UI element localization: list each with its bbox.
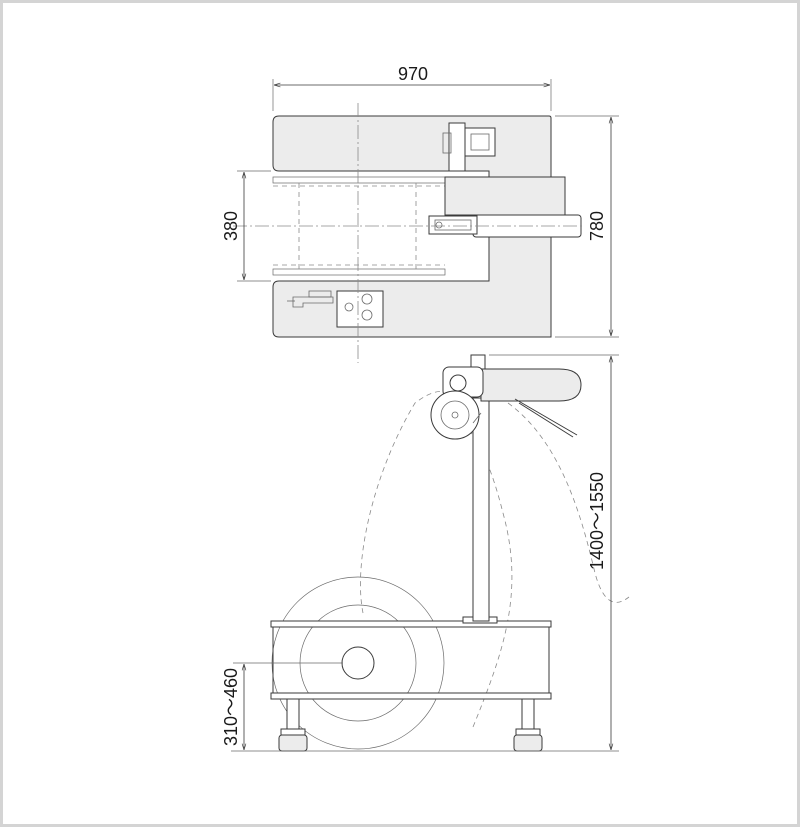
lower-housing <box>272 232 552 338</box>
leg-left <box>286 698 300 730</box>
dim-depth-total: 780 <box>555 115 619 338</box>
motor-box <box>464 127 496 157</box>
swing-arc-left <box>360 390 456 614</box>
leg-right <box>521 698 535 730</box>
caster-right <box>513 734 543 752</box>
dim-base-height: 310～460 <box>221 664 244 750</box>
elevation-view <box>233 354 630 752</box>
dim-height-total: 1400～1550 <box>489 354 619 750</box>
drive-wheel <box>430 390 480 440</box>
clamp-block <box>428 215 478 235</box>
technical-drawing: 970 380 780 <box>221 64 630 752</box>
base-top-plate <box>270 620 552 628</box>
roll-core <box>341 646 375 680</box>
swing-arc-mid <box>464 424 513 728</box>
side-body <box>444 176 566 216</box>
dim-width-label: 970 <box>398 64 428 84</box>
dim-height-total-label: 1400～1550 <box>587 472 607 570</box>
caster-left <box>278 734 308 752</box>
plan-view <box>233 103 583 363</box>
arm-housing <box>480 368 582 402</box>
dim-depth-inner-label: 380 <box>221 211 241 241</box>
control-panel <box>336 290 384 328</box>
tape-guide <box>292 296 334 308</box>
base-bottom-plate <box>270 692 552 700</box>
upper-housing <box>272 115 552 178</box>
roll-top-edge <box>272 176 446 184</box>
dim-depth-inner: 380 <box>221 170 271 282</box>
dim-base-height-label: 310～460 <box>221 668 241 746</box>
roll-bottom-edge <box>272 268 446 276</box>
column <box>472 397 490 622</box>
dim-width: 970 <box>272 64 552 111</box>
dim-depth-total-label: 780 <box>587 211 607 241</box>
